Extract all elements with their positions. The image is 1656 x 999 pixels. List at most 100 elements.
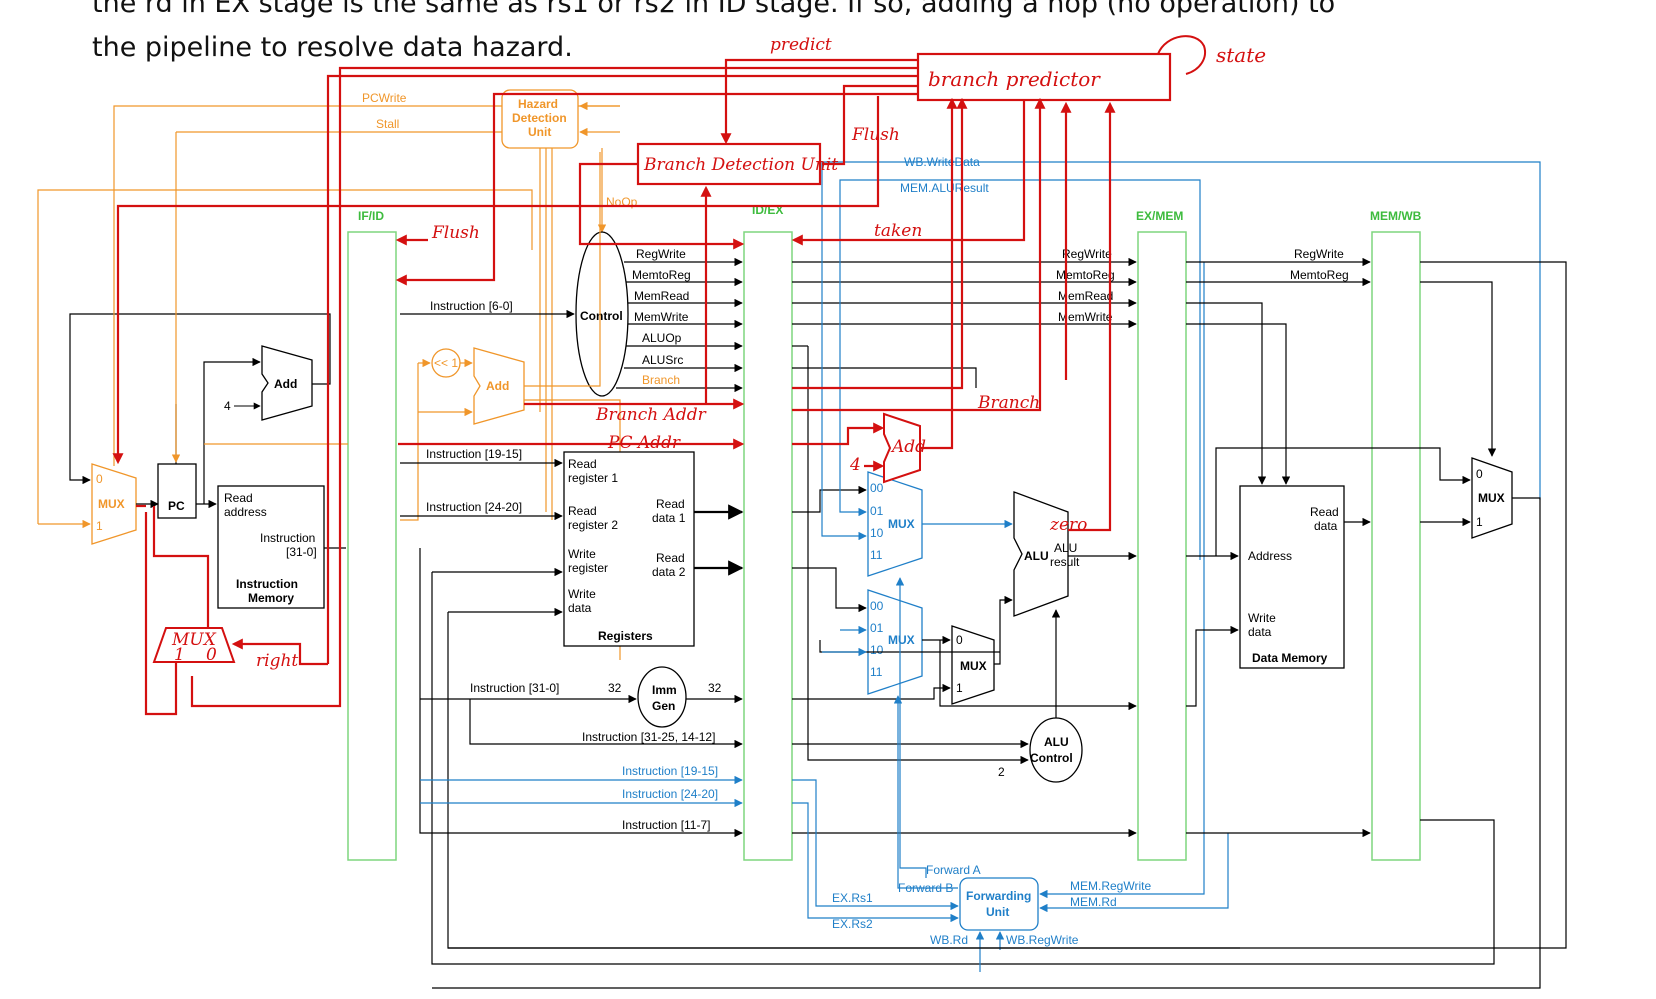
- intro-line-2: the pipeline to resolve data hazard.: [92, 32, 573, 63]
- wb-rd-label: WB.Rd: [930, 933, 968, 947]
- instr-19-15-blue: Instruction [19-15]: [622, 764, 718, 778]
- alusrc-mux: [951, 625, 995, 705]
- forwarding-title-1: Forwarding: [966, 889, 1031, 903]
- annotation-overlay: branch predictor state predict Branch De…: [112, 35, 1266, 716]
- forward-mux-b: [867, 589, 923, 695]
- const-four: 4: [224, 399, 231, 413]
- alu-control-unit: [1029, 717, 1083, 783]
- wb-writedata-label: WB.WriteData: [904, 155, 980, 169]
- wb-mux-label: MUX: [1478, 491, 1505, 505]
- pc-label: PC: [168, 499, 185, 513]
- instr-11-7-label: Instruction [11-7]: [622, 818, 711, 832]
- ifid-label: IF/ID: [358, 209, 384, 223]
- state-loop: [1157, 35, 1206, 75]
- ex-memtoreg: MemtoReg: [1056, 268, 1115, 282]
- fwd-mux-b-01: 01: [870, 621, 884, 635]
- state-label: state: [1216, 43, 1266, 67]
- alusrc-mux-label: MUX: [960, 659, 987, 673]
- fwd-mux-a-10: 10: [870, 526, 884, 540]
- imem-title-2: Memory: [248, 591, 294, 605]
- ex-memwrite: MemWrite: [1058, 310, 1113, 324]
- mem-regwrite-label: MEM.RegWrite: [1070, 879, 1151, 893]
- mem-regwrite: RegWrite: [1294, 247, 1344, 261]
- dmem-write-b: data: [1248, 625, 1272, 639]
- ex-rs1-label: EX.Rs1: [832, 891, 873, 905]
- bus-2-label: 2: [998, 765, 1005, 779]
- forwarding-title-2: Unit: [986, 905, 1009, 919]
- ex-regwrite: RegWrite: [1062, 247, 1112, 261]
- regs-rd1-a: Read: [656, 497, 685, 511]
- fwd-mux-a-01: 01: [870, 504, 884, 518]
- imm-gen-b: Gen: [652, 699, 675, 713]
- imm-gen-a: Imm: [652, 683, 677, 697]
- ex-rs2-label: EX.Rs2: [832, 917, 873, 931]
- if-stage: MUX 0 1 PC Read address Instruction [31-…: [37, 91, 533, 609]
- branch-addr-label: Branch Addr: [595, 405, 707, 425]
- pc-mux-in0: 0: [96, 472, 103, 486]
- hazard-title-3: Unit: [528, 125, 551, 139]
- hazard-title-1: Hazard: [518, 97, 558, 111]
- imem-read: Read: [224, 491, 253, 505]
- regs-rd2-a: Read: [656, 551, 685, 565]
- shift-left-label: << 1: [434, 356, 458, 370]
- ctl-regwrite: RegWrite: [636, 247, 686, 261]
- red-mux-in1: 1: [174, 645, 185, 665]
- dmem-read-b: data: [1314, 519, 1338, 533]
- alusrc-mux-in0: 0: [956, 633, 963, 647]
- zero-label: zero: [1049, 515, 1087, 535]
- mem-rd-label: MEM.Rd: [1070, 895, 1117, 909]
- pc-box: [157, 463, 197, 519]
- instr-31-0-label: Instruction [31-0]: [470, 681, 559, 695]
- bus-32-out: 32: [708, 681, 722, 695]
- ctl-alusrc: ALUSrc: [642, 353, 683, 367]
- predict-label: predict: [770, 35, 832, 55]
- imem-title-1: Instruction: [236, 577, 298, 591]
- forward-a-label: Forward A: [926, 863, 981, 877]
- pc-mux-label: MUX: [98, 497, 125, 511]
- instruction-memory: [217, 485, 325, 609]
- control-label: Control: [580, 309, 623, 323]
- imem-bits: [31-0]: [286, 545, 317, 559]
- pc-mux: [91, 463, 137, 545]
- branch-detection-label: Branch Detection Unit: [643, 155, 838, 175]
- mem-wb-stage: Read data Address Write data Data Memory…: [432, 247, 1567, 989]
- dmem-address: Address: [1248, 549, 1292, 563]
- stall-label: Stall: [376, 117, 399, 131]
- pc-mux-in1: 1: [96, 519, 103, 533]
- red-mux: [152, 627, 236, 663]
- imem-instruction: Instruction: [260, 531, 315, 545]
- branch-adder: [473, 347, 525, 425]
- instr-24-20-blue: Instruction [24-20]: [622, 787, 718, 801]
- imem-address: address: [224, 505, 267, 519]
- wb-mux-in1: 1: [1476, 515, 1483, 529]
- ctl-branch: Branch: [642, 373, 680, 387]
- alu-control-b: Control: [1030, 751, 1073, 765]
- regs-write-reg-a: Write: [568, 547, 596, 561]
- bus-32-in: 32: [608, 681, 622, 695]
- flush-top-label: Flush: [851, 125, 900, 145]
- instr-24-20-label: Instruction [24-20]: [426, 500, 522, 514]
- memwb-label: MEM/WB: [1370, 209, 1422, 223]
- flush-ifid-label: Flush: [431, 223, 480, 243]
- ex-memread: MemRead: [1058, 289, 1113, 303]
- regs-write-data-b: data: [568, 601, 592, 615]
- mem-aluresult-label: MEM.ALUResult: [900, 181, 989, 195]
- hazard-title-2: Detection: [512, 111, 567, 125]
- fwd-mux-a-label: MUX: [888, 517, 915, 531]
- pc4-adder: [261, 345, 313, 421]
- fwd-mux-b-label: MUX: [888, 633, 915, 647]
- id-stage: Hazard Detection Unit NoOp Control Instr…: [400, 89, 1495, 965]
- fwd-mux-b-11: 11: [870, 665, 883, 679]
- imm-gen-unit: [637, 666, 687, 728]
- fwd-mux-a-00: 00: [870, 481, 884, 495]
- alusrc-mux-in1: 1: [956, 681, 963, 695]
- regs-read-reg1-a: Read: [568, 457, 597, 471]
- pcwrite-label: PCWrite: [362, 91, 407, 105]
- memwb-register: [1371, 231, 1421, 861]
- fwd-mux-b-00: 00: [870, 599, 884, 613]
- branch-predictor-label: branch predictor: [928, 67, 1101, 91]
- pc4-adder-label: Add: [274, 377, 297, 391]
- wb-mux-in0: 0: [1476, 467, 1483, 481]
- regs-rd1-b: data 1: [652, 511, 686, 525]
